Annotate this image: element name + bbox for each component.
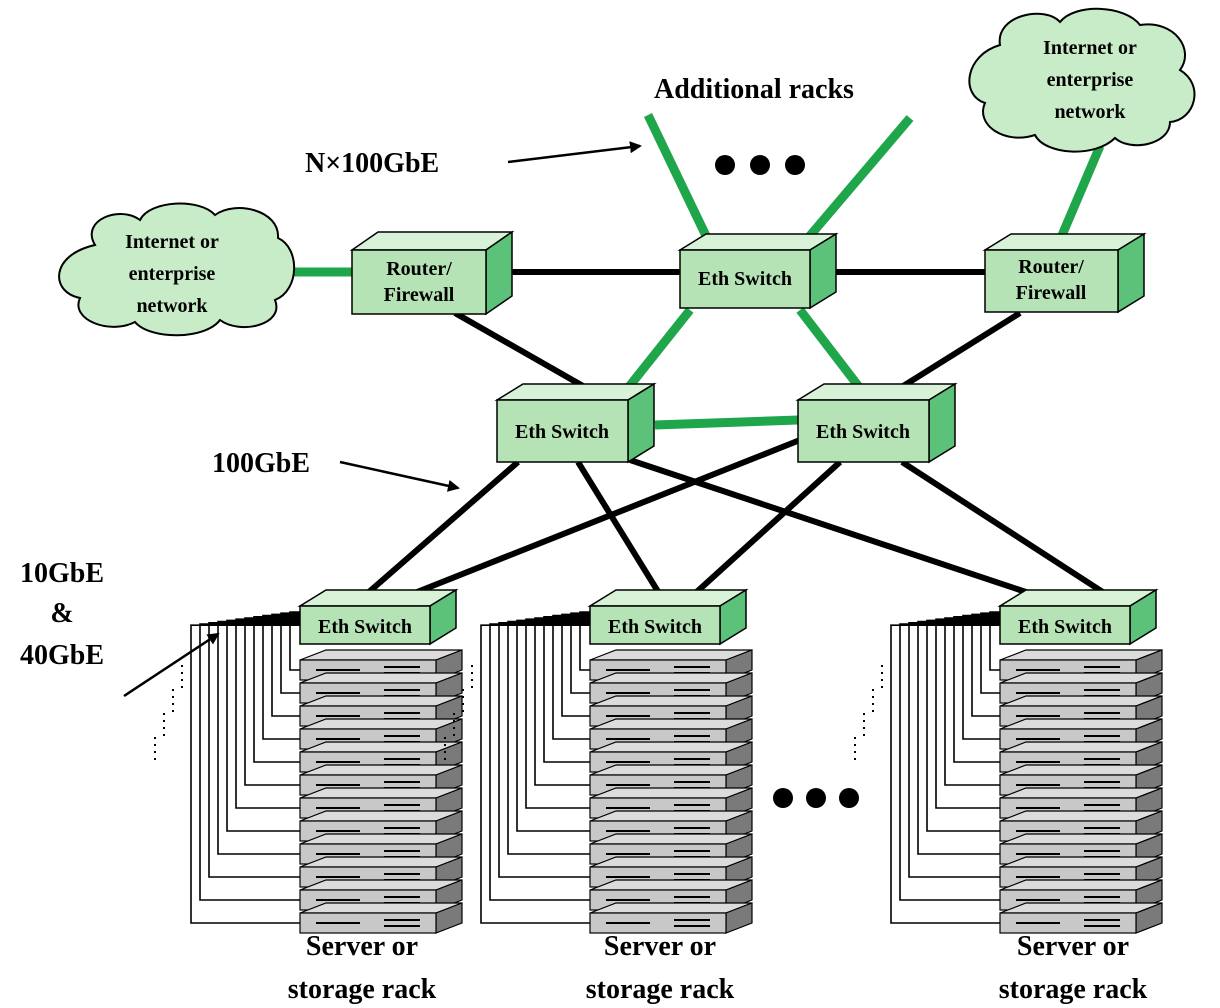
rack-1-label-line1: Server or [306, 931, 418, 962]
agg-switch-left-label: Eth Switch [515, 421, 609, 443]
rack-1-cabling [154, 611, 300, 924]
link-core-agg-right [796, 307, 870, 399]
rack-3-tor-label: Eth Switch [1018, 616, 1112, 638]
rack-1: Eth Switch [154, 588, 463, 934]
link-agg-right-tor2 [687, 459, 843, 601]
router-left: Router/ Firewall [349, 230, 515, 316]
link-core-additional-left [643, 113, 713, 242]
rack-1-tor-label: Eth Switch [318, 616, 412, 638]
rack-2-label-line2: storage rack [586, 974, 735, 1005]
core-switch: Eth Switch [677, 232, 839, 310]
rack-1-tor-switch: Eth Switch [297, 588, 459, 646]
rack-3-tor-switch: Eth Switch [997, 588, 1159, 646]
cloud-right-line1: Internet or [1043, 37, 1137, 59]
server [999, 902, 1163, 934]
router-right-line1: Router/ [1018, 256, 1084, 278]
agg-switch-right-label: Eth Switch [816, 421, 910, 443]
rack-2-label-line1: Server or [604, 931, 716, 962]
rack-2: Eth Switch [444, 588, 753, 934]
arrow-100gbe [339, 460, 460, 492]
router-left-line2: Firewall [384, 284, 455, 306]
cloud-left-line1: Internet or [125, 231, 219, 253]
cloud-right: Internet or enterprise network [968, 7, 1196, 153]
link-agg-left-tor1 [360, 459, 520, 601]
agg-switch-right: Eth Switch [795, 382, 958, 464]
rack-3-cabling [854, 611, 1000, 924]
rack-2-tor-label: Eth Switch [608, 616, 702, 638]
label-40gbe: 40GbE [20, 640, 104, 671]
label-amp: & [50, 598, 73, 629]
link-core-additional-right [804, 115, 914, 241]
server [299, 902, 463, 934]
cloud-right-line2: enterprise [1047, 69, 1134, 91]
core-switch-label: Eth Switch [698, 268, 792, 290]
label-additional-racks: Additional racks [654, 74, 854, 105]
router-right: Router/ Firewall [982, 232, 1147, 314]
link-agg-right-tor3 [900, 459, 1114, 601]
cloud-left: Internet or enterprise network [58, 202, 296, 337]
ellipsis-top [715, 155, 805, 175]
label-10gbe: 10GbE [20, 558, 104, 589]
rack-1-label-line2: storage rack [288, 974, 437, 1005]
ellipsis-bottom [773, 788, 859, 808]
link-agg-left-tor3 [629, 457, 1051, 603]
arrow-nx100gbe [507, 141, 642, 164]
rack-3-label-line1: Server or [1017, 931, 1129, 962]
cloud-left-line2: enterprise [129, 263, 216, 285]
link-router-right-cloud [1055, 144, 1105, 242]
link-agg-right-tor1 [400, 437, 802, 601]
label-nx100gbe: N×100GbE [305, 148, 439, 179]
cloud-right-line3: network [1054, 101, 1126, 123]
agg-switch-left: Eth Switch [494, 382, 657, 464]
links [290, 113, 1114, 603]
router-right-line2: Firewall [1016, 282, 1087, 304]
racks: Eth Switch Eth Switch Eth Switch [154, 588, 1163, 934]
link-agg-left-agg-right [654, 415, 799, 430]
router-left-line1: Router/ [386, 258, 452, 280]
arrow-10-40gbe [123, 632, 220, 698]
rack-2-cabling [444, 611, 590, 924]
server [589, 902, 753, 934]
cloud-left-line3: network [136, 295, 208, 317]
rack-2-tor-switch: Eth Switch [587, 588, 749, 646]
label-100gbe: 100GbE [212, 448, 310, 479]
rack-3: Eth Switch [854, 588, 1163, 934]
rack-3-label-line2: storage rack [999, 974, 1148, 1005]
link-router-left-agg-left [453, 310, 592, 393]
server [999, 856, 1163, 888]
link-agg-left-tor2 [575, 460, 665, 600]
link-router-right-agg-right [898, 310, 1022, 391]
